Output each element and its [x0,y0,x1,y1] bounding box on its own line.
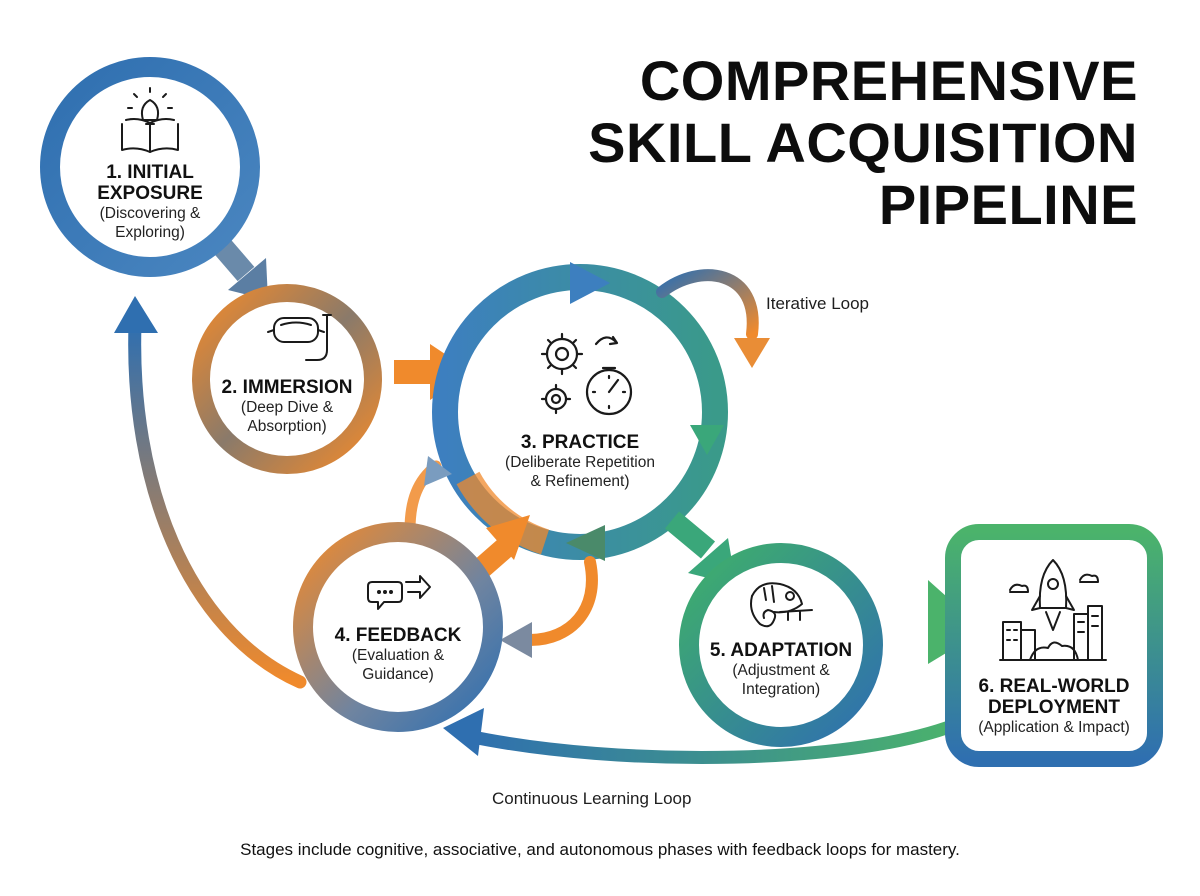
stage-subtitle: Absorption) [247,418,327,435]
stage-initial-exposure: 1. INITIAL EXPOSURE (Discovering & Explo… [70,162,230,242]
continuous-loop-arrowhead [443,708,484,756]
lightbulb-book-icon [121,87,179,153]
continuous-loop-arrow [461,715,969,764]
practice-top-arrowhead [570,262,610,304]
title-line-2: SKILL ACQUISITION [588,111,1138,174]
stage-subtitle: (Adjustment & [732,662,830,679]
practice-to-adaptation-arrow [664,511,716,559]
footer-caption: Stages include cognitive, associative, a… [240,840,960,859]
practice-right-arrowhead [690,425,724,455]
title-line-3: PIPELINE [878,173,1138,236]
stage-subtitle: (Deep Dive & [240,399,334,416]
stage-subtitle: (Application & Impact) [978,719,1130,736]
stage-title: 4. FEEDBACK [334,625,462,646]
stage-title: 5. ADAPTATION [709,640,853,661]
gears-stopwatch-icon [540,332,633,416]
stage-subtitle: (Deliberate Repetition [505,454,655,471]
stage-title: 6. REAL-WORLD [978,676,1130,697]
feedback-up-arrowhead [424,456,452,486]
stage-subtitle: Exploring) [115,224,185,241]
title-line-1: COMPREHENSIVE [639,49,1138,112]
stage-subtitle: (Evaluation & [351,647,445,664]
stage-subtitle: & Refinement) [530,473,630,490]
stage-title: 1. INITIAL [106,162,194,183]
stage-subtitle: Guidance) [362,666,434,683]
iterative-loop-arrow [656,269,759,340]
deployment-box [945,524,1163,767]
exposure-ring [40,57,260,277]
iterative-loop-arrowhead [734,338,770,368]
chameleon-icon [750,582,813,628]
feedback-to-exposure-arrow [128,318,307,689]
stage-title: 3. PRACTICE [520,432,640,453]
stage-title: EXPOSURE [97,183,203,204]
stage-adaptation: 5. ADAPTATION (Adjustment & Integration) [701,640,861,699]
stage-subtitle: Integration) [741,681,821,698]
iterative-loop-label: Iterative Loop [766,294,870,313]
stage-real-world-deployment: 6. REAL-WORLD DEPLOYMENT (Application & … [961,676,1147,737]
practice-bottom-arrowhead [566,525,605,561]
adaptation-ring [679,543,883,747]
feedback-to-exposure-arrowhead [114,296,158,333]
continuous-loop-label: Continuous Learning Loop [492,789,692,808]
stage-immersion: 2. IMMERSION (Deep Dive & Absorption) [212,377,362,436]
stage-feedback: 4. FEEDBACK (Evaluation & Guidance) [323,625,473,684]
stage-subtitle: (Discovering & [99,205,201,222]
stage-practice: 3. PRACTICE (Deliberate Repetition & Ref… [490,432,670,491]
practice-ring-orange-overlay [456,471,550,555]
feedback-to-practice-arrowhead [486,515,530,560]
rocket-city-icon [999,559,1107,661]
practice-to-feedback-arrow [524,556,598,646]
speech-bubbles-icon [367,575,431,610]
diagram-title: COMPREHENSIVE SKILL ACQUISITION PIPELINE [518,50,1138,236]
feedback-ring [293,522,503,732]
diving-mask-snorkel-icon [267,314,332,361]
stage-title: 2. IMMERSION [221,377,353,398]
practice-to-feedback-arrowhead [500,622,532,658]
immersion-ring [192,284,382,474]
stage-title: DEPLOYMENT [988,697,1120,718]
